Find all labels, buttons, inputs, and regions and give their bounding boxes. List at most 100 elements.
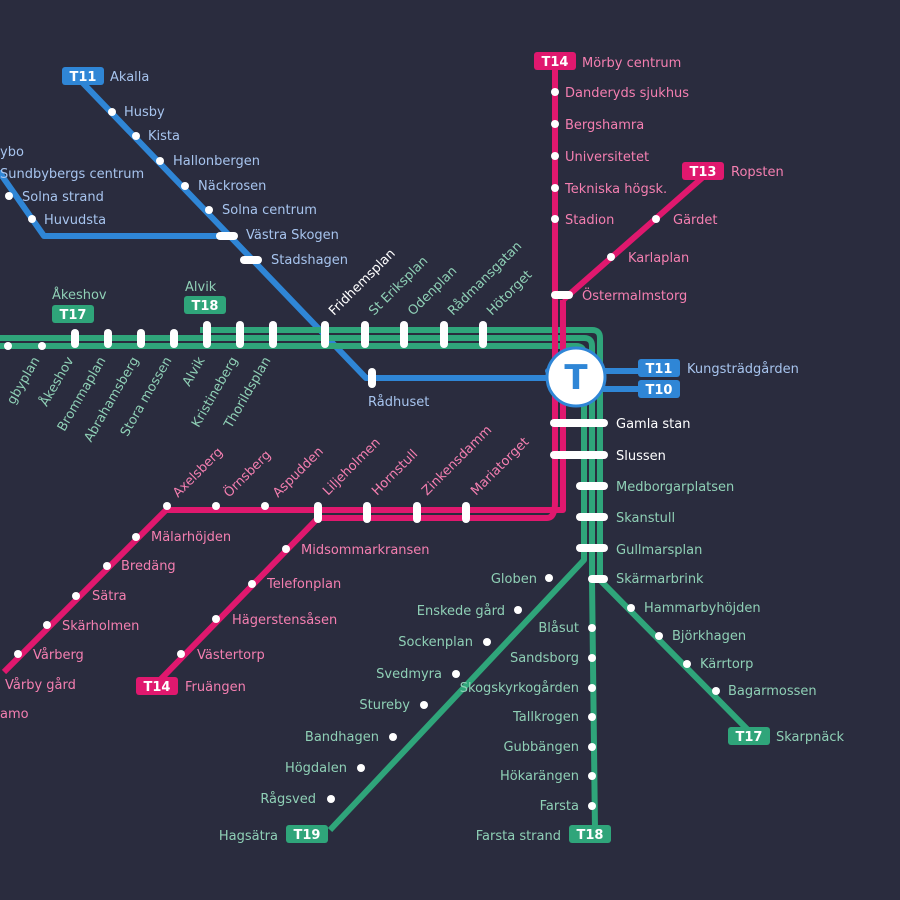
- interchange-stadshagen[interactable]: [240, 256, 262, 264]
- label-enskede-gard[interactable]: Enskede gård: [417, 604, 505, 619]
- station-dot-hogdalen[interactable]: [357, 764, 365, 772]
- label-solna-strand[interactable]: Solna strand: [22, 190, 104, 205]
- station-dot-kista[interactable]: [132, 132, 140, 140]
- label-hokarangen[interactable]: Hökarängen: [500, 769, 579, 784]
- label-gubbangen[interactable]: Gubbängen: [503, 740, 579, 755]
- label-kista[interactable]: Kista: [148, 129, 180, 144]
- station-dot-danderyds[interactable]: [551, 88, 559, 96]
- label-axelsberg[interactable]: Axelsberg: [170, 445, 226, 501]
- station-dot-bredang[interactable]: [103, 562, 111, 570]
- station-dot-tekniska[interactable]: [551, 184, 559, 192]
- label-skogskyrkogarden[interactable]: Skogskyrkogården: [460, 681, 579, 696]
- label-vastertorp[interactable]: Västertorp: [197, 648, 265, 663]
- station-dot-hokarangen[interactable]: [588, 772, 596, 780]
- label-medborgarplatsen[interactable]: Medborgarplatsen: [616, 480, 734, 495]
- label-tekniska-hogsk[interactable]: Tekniska högsk.: [564, 182, 667, 197]
- station-dot-sockenplan[interactable]: [483, 638, 491, 646]
- label-hammarbyhojden[interactable]: Hammarbyhöjden: [644, 601, 761, 616]
- station-dot-nackrosen[interactable]: [181, 182, 189, 190]
- station-dot-malarhojden[interactable]: [132, 533, 140, 541]
- station-dot-hammarbyhojden[interactable]: [627, 604, 635, 612]
- label-malarhojden[interactable]: Mälarhöjden: [151, 530, 231, 545]
- station-dot-husby[interactable]: [108, 108, 116, 116]
- interchange-zinkensdamm[interactable]: [413, 502, 421, 523]
- badge-t17-skarpnack[interactable]: T17: [728, 727, 770, 745]
- label-fruangen[interactable]: Fruängen: [185, 680, 246, 695]
- station-dot-telefonplan[interactable]: [248, 580, 256, 588]
- interchange-liljeholmen[interactable]: [314, 502, 322, 523]
- station-dot-gardet[interactable]: [652, 215, 660, 223]
- label-sundbybergs-centrum[interactable]: Sundbybergs centrum: [0, 167, 144, 182]
- station-dot-huvudsta[interactable]: [28, 215, 36, 223]
- label-bredang[interactable]: Bredäng: [121, 559, 176, 574]
- interchange-thorildsplan[interactable]: [269, 321, 277, 348]
- label-ornsberg[interactable]: Örnsberg: [220, 446, 274, 500]
- badge-t19-hagsatra[interactable]: T19: [286, 825, 328, 843]
- interchange-hotorget[interactable]: [479, 321, 487, 348]
- station-dot-satra[interactable]: [72, 592, 80, 600]
- label-ragsved[interactable]: Rågsved: [260, 792, 316, 807]
- label-telefonplan[interactable]: Telefonplan: [266, 577, 341, 592]
- badge-t14-morby[interactable]: T14: [534, 52, 576, 70]
- label-hogdalen[interactable]: Högdalen: [285, 761, 347, 776]
- station-dot-west-2[interactable]: [38, 342, 46, 350]
- station-dot-solna-centrum[interactable]: [205, 206, 213, 214]
- label-alvik-rot[interactable]: Alvik: [180, 354, 209, 389]
- badge-t10[interactable]: T10: [638, 380, 680, 398]
- station-dot-solna-strand[interactable]: [5, 192, 13, 200]
- label-kungstradgarden[interactable]: Kungsträdgården: [687, 362, 799, 377]
- interchange-green-4[interactable]: [170, 329, 178, 348]
- label-karlaplan[interactable]: Karlaplan: [628, 251, 689, 266]
- label-varby-gard[interactable]: Vårby gård: [5, 678, 76, 693]
- label-karrtorp[interactable]: Kärrtorp: [700, 657, 753, 672]
- station-dot-varberg[interactable]: [14, 650, 22, 658]
- station-dot-bergshamra[interactable]: [551, 120, 559, 128]
- station-dot-ornsberg[interactable]: [212, 502, 220, 510]
- station-dot-enskede[interactable]: [514, 606, 522, 614]
- label-globen[interactable]: Globen: [491, 572, 537, 587]
- label-partial-amo[interactable]: amo: [0, 707, 29, 722]
- label-gardet[interactable]: Gärdet: [673, 213, 718, 228]
- label-nackrosen[interactable]: Näckrosen: [198, 179, 266, 194]
- station-dot-stadion[interactable]: [551, 215, 559, 223]
- label-svedmyra[interactable]: Svedmyra: [376, 667, 442, 682]
- label-blasut[interactable]: Blåsut: [538, 621, 579, 636]
- label-huvudsta[interactable]: Huvudsta: [44, 213, 106, 228]
- label-hallonbergen[interactable]: Hallonbergen: [173, 154, 260, 169]
- label-tallkrogen[interactable]: Tallkrogen: [512, 710, 579, 725]
- badge-t18-farsta-strand[interactable]: T18: [569, 825, 611, 843]
- label-stadshagen[interactable]: Stadshagen: [271, 253, 348, 268]
- station-dot-hallonbergen[interactable]: [156, 157, 164, 165]
- label-gamla-stan[interactable]: Gamla stan: [616, 417, 691, 432]
- label-skarholmen[interactable]: Skärholmen: [62, 619, 139, 634]
- label-skarpnack[interactable]: Skarpnäck: [776, 730, 844, 745]
- label-stadion[interactable]: Stadion: [565, 213, 614, 228]
- interchange-hornstull[interactable]: [363, 502, 371, 523]
- label-gullmarsplan[interactable]: Gullmarsplan: [616, 543, 702, 558]
- station-dot-karrtorp[interactable]: [683, 660, 691, 668]
- label-bandhagen[interactable]: Bandhagen: [305, 730, 379, 745]
- station-dot-tallkrogen[interactable]: [588, 713, 596, 721]
- label-universitetet[interactable]: Universitetet: [565, 150, 649, 165]
- interchange-radhuset[interactable]: [368, 368, 376, 388]
- label-akeshov-top[interactable]: Åkeshov: [52, 287, 107, 303]
- interchange-green-2[interactable]: [104, 329, 112, 348]
- station-dot-bjorkhagen[interactable]: [655, 632, 663, 640]
- label-ropsten[interactable]: Ropsten: [731, 165, 784, 180]
- interchange-gamla-stan[interactable]: [550, 419, 608, 427]
- interchange-vastra-skogen[interactable]: [216, 232, 238, 240]
- interchange-fridhemsplan[interactable]: [321, 321, 329, 348]
- station-dot-bagarmossen[interactable]: [712, 687, 720, 695]
- interchange-odenplan[interactable]: [400, 321, 408, 348]
- station-dot-hagerstensasen[interactable]: [212, 615, 220, 623]
- label-alvik-top[interactable]: Alvik: [185, 280, 217, 295]
- interchange-skarmarbrink[interactable]: [588, 575, 608, 583]
- station-dot-svedmyra[interactable]: [452, 670, 460, 678]
- label-sandsborg[interactable]: Sandsborg: [510, 651, 579, 666]
- label-bergshamra[interactable]: Bergshamra: [565, 118, 644, 133]
- station-dot-aspudden[interactable]: [261, 502, 269, 510]
- interchange-slussen[interactable]: [550, 451, 608, 459]
- label-radhuset[interactable]: Rådhuset: [368, 395, 429, 410]
- hub-circle[interactable]: [545, 346, 607, 408]
- station-dot-sandsborg[interactable]: [588, 654, 596, 662]
